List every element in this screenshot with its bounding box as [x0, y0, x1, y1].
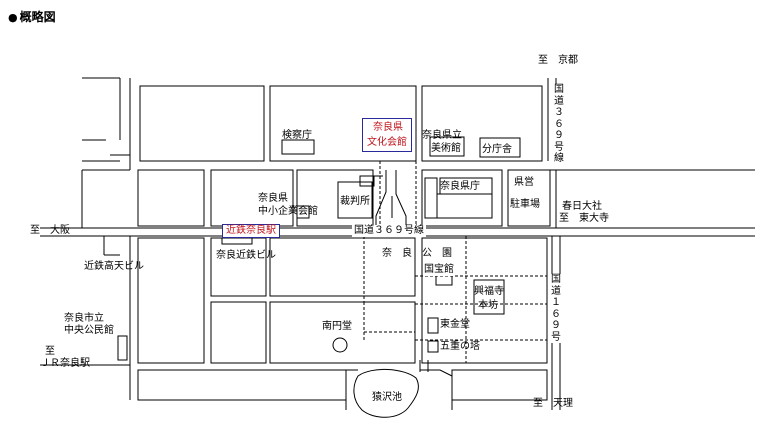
building: [221, 237, 253, 245]
city-blocks: [137, 85, 551, 401]
building: [359, 175, 375, 187]
place-bunka-kaikan-line2: 文化会館: [367, 137, 407, 148]
block: [269, 237, 416, 297]
direction-todaiji: 至 東大寺: [559, 213, 609, 224]
block: [421, 169, 503, 227]
direction-jr-station: ＪＲ奈良駅: [40, 358, 90, 369]
building: [337, 181, 373, 219]
building: [479, 137, 521, 158]
place-tokondo: 東金堂: [440, 319, 470, 330]
place-nara-koen: 奈 良 公 園: [382, 248, 452, 259]
place-saibansho: 裁判所: [340, 196, 370, 207]
place-bijutsukan-line2: 美術館: [431, 143, 461, 154]
place-kintetsu-takaten: 近鉄高天ビル: [84, 261, 144, 272]
building: [424, 177, 438, 219]
direction-tenri: 至 天理: [533, 398, 573, 409]
block: [117, 335, 128, 361]
place-kofukuji-line2: 本坊: [478, 300, 498, 311]
place-chuo-line1: 奈良市立: [64, 313, 104, 324]
block: [137, 369, 347, 401]
place-kenchou: 奈良県庁: [440, 181, 480, 192]
place-kenei-line2: 駐車場: [510, 199, 540, 210]
place-bunka-kaikan-line1: 奈良県: [373, 122, 403, 133]
place-kokuhokan: 国宝館: [424, 264, 454, 276]
direction-jr-prefix: 至: [45, 346, 55, 357]
building: [296, 205, 310, 219]
building: [281, 139, 315, 155]
place-chusho-line1: 奈良県: [258, 193, 288, 204]
building: [436, 193, 493, 219]
place-kofukuji-line1: 興福寺: [474, 286, 504, 297]
place-sarusawa: 猿沢池: [372, 392, 402, 403]
block: [137, 169, 205, 227]
block: [210, 237, 267, 297]
map-title: ●概略図: [8, 8, 56, 25]
block: [137, 237, 205, 364]
place-chuo-line2: 中央公民館: [64, 325, 114, 336]
building: [473, 279, 505, 315]
route-369-vertical-label: 国道３６９号線: [553, 84, 565, 165]
block: [507, 169, 551, 227]
direction-osaka: 至 大阪: [30, 225, 70, 236]
block: [296, 169, 374, 227]
map-title-text: 概略図: [19, 10, 56, 24]
block: [139, 85, 265, 162]
place-nanendo: 南円堂: [322, 321, 352, 332]
route-169-vertical-label: 国道１６９号: [550, 274, 562, 343]
place-gojunoto: 五重の塔: [440, 341, 480, 352]
place-bijutsukan-line1: 奈良県立: [422, 130, 462, 141]
building: [427, 317, 439, 334]
block: [451, 369, 548, 401]
block: [210, 301, 267, 364]
nanendo-building: [332, 337, 348, 353]
place-kasuga: 春日大社: [562, 201, 602, 212]
building: [429, 136, 465, 157]
place-kintetsu-station: 近鉄奈良駅: [222, 224, 280, 238]
route-369-label: 国道３６９号線: [352, 225, 426, 237]
building: [427, 340, 439, 353]
direction-kyoto: 至 京都: [538, 55, 578, 66]
place-bunchosha: 分庁舎: [482, 144, 512, 155]
block: [421, 237, 548, 364]
place-kintetsu-building: 奈良近鉄ビル: [216, 250, 276, 261]
block: [421, 85, 543, 162]
block: [269, 85, 417, 162]
place-chusho-line2: 中小企業会館: [258, 206, 318, 217]
bullet-icon: ●: [8, 11, 18, 24]
place-kensatsucho: 検察庁: [282, 130, 312, 141]
place-bunka-kaikan: 奈良県 文化会館: [362, 118, 412, 152]
place-kenei-line1: 県営: [514, 177, 534, 188]
sarusawa-pond: [353, 368, 419, 418]
